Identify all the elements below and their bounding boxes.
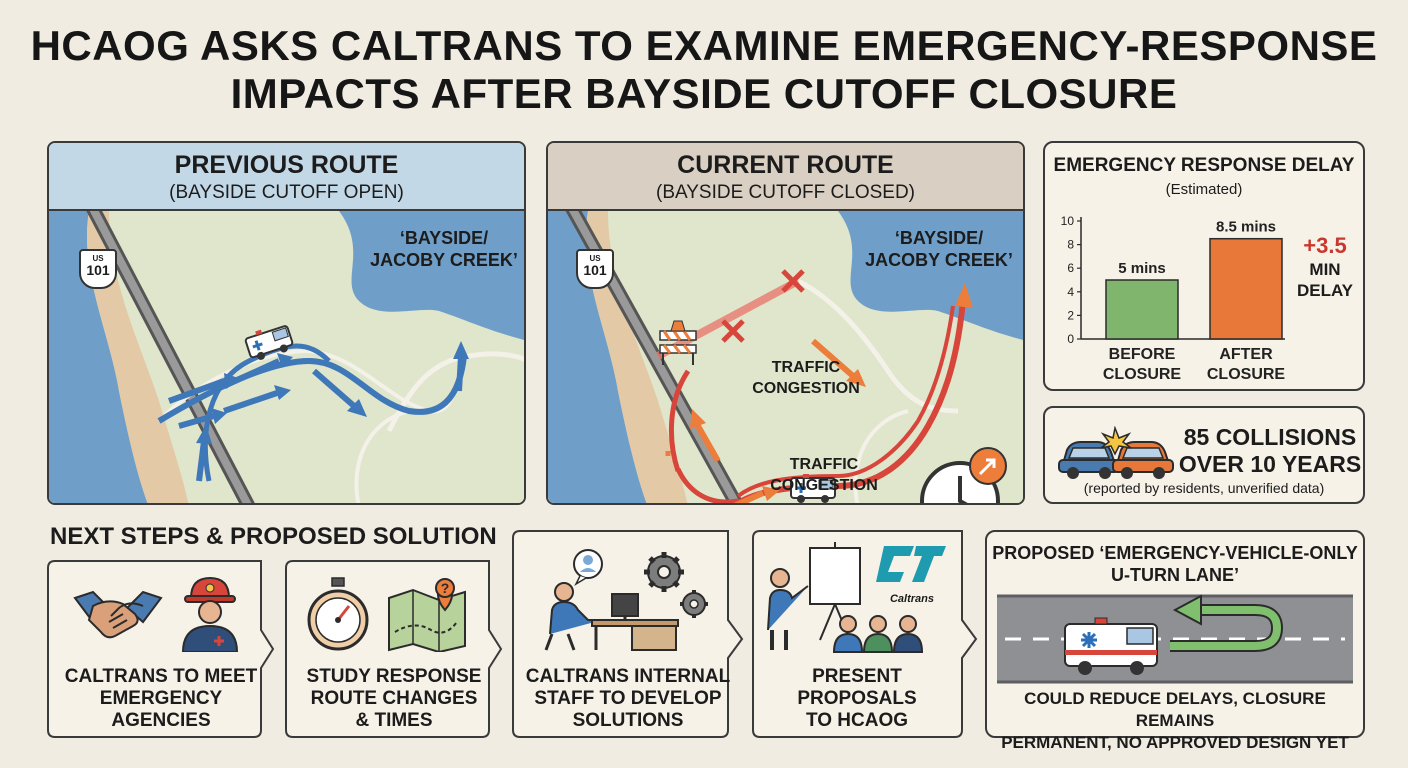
caltrans-logo: Caltrans [874, 542, 950, 606]
y-tick-label: 10 [1061, 214, 1075, 228]
step-2-label: STUDY RESPONSE ROUTE CHANGES & TIMES [306, 666, 482, 731]
y-tick-label: 8 [1067, 238, 1074, 252]
y-tick-label: 2 [1067, 308, 1074, 322]
bar-value-label: 8.5 mins [1216, 219, 1276, 236]
y-tick-label: 0 [1067, 332, 1074, 346]
proposal-note: COULD REDUCE DELAYS, CLOSURE REMAINS PER… [1001, 689, 1349, 752]
collisions-count: 85 COLLISIONS OVER 10 YEARS [1178, 424, 1362, 477]
stopwatch-icon [307, 577, 369, 651]
current-route-header: CURRENT ROUTE (BAYSIDE CUTOFF CLOSED) [548, 143, 1023, 211]
step-1-label: CALTRANS TO MEET EMERGENCY AGENCIES [64, 666, 258, 731]
step-2-card: ? STUDY RESPONSE ROUTE CHANGES & TIMES [285, 560, 503, 738]
bar-value-label: 5 mins [1118, 260, 1166, 277]
step-4-card: Caltrans PRESENT PROPOSALS TO HCAOG [752, 530, 978, 738]
delay-chart-subtitle: (Estimated) [1165, 181, 1243, 198]
category-label-line1: BEFORE [1109, 346, 1176, 363]
step-1-card: CALTRANS TO MEET EMERGENCY AGENCIES [47, 560, 275, 738]
proposal-title: PROPOSED ‘EMERGENCY-VEHICLE-ONLY U-TURN … [992, 543, 1358, 585]
step-3-frame [512, 530, 744, 738]
step-3-card: CALTRANS INTERNAL STAFF TO DEVELOP SOLUT… [512, 530, 744, 738]
handshake-icon [73, 590, 163, 639]
previous-route-heading: PREVIOUS ROUTE [174, 151, 399, 179]
current-route-shield: US 101 [576, 249, 614, 289]
collisions-box: 85 COLLISIONS OVER 10 YEARS (reported by… [1043, 406, 1365, 504]
current-route-heading: CURRENT ROUTE [677, 151, 894, 179]
current-route-panel: CURRENT ROUTE (BAYSIDE CUTOFF CLOSED) [546, 141, 1025, 505]
traffic-congestion-label-1: TRAFFIC CONGESTION [752, 359, 860, 397]
previous-route-header: PREVIOUS ROUTE (BAYSIDE CUTOFF OPEN) [49, 143, 524, 211]
current-route-subheading: (BAYSIDE CUTOFF CLOSED) [656, 182, 915, 203]
y-tick-label: 4 [1067, 285, 1074, 299]
category-label-line2: CLOSURE [1207, 366, 1286, 383]
caltrans-logo-mark [876, 546, 946, 582]
previous-route-place-label: ‘BAYSIDE/ JACOBY CREEK’ [370, 228, 518, 270]
car-crash-icon [1058, 426, 1174, 479]
previous-route-shield: US 101 [79, 249, 117, 289]
collisions-note: (reported by residents, unverified data) [1083, 480, 1325, 496]
bar-before-closure [1105, 279, 1179, 340]
presentation-icon [767, 542, 924, 653]
map-pin-glyph: ? [441, 580, 450, 596]
y-tick-label: 6 [1067, 261, 1074, 275]
bar-after-closure [1209, 237, 1283, 340]
page-title: HCAOG ASKS CALTRANS TO EXAMINE EMERGENCY… [0, 22, 1408, 118]
staff-at-desk-icon [544, 549, 708, 651]
step-3-label: CALTRANS INTERNAL STAFF TO DEVELOP SOLUT… [525, 666, 731, 731]
step-4-label: PRESENT PROPOSALS TO HCAOG [797, 666, 917, 731]
proposal-box: PROPOSED ‘EMERGENCY-VEHICLE-ONLY U-TURN … [985, 530, 1365, 752]
previous-route-subheading: (BAYSIDE CUTOFF OPEN) [169, 182, 404, 203]
category-label-line1: AFTER [1219, 346, 1273, 363]
folded-map-icon: ? [388, 578, 466, 652]
delay-chart-title: EMERGENCY RESPONSE DELAY [1053, 155, 1355, 176]
title-line-1: HCAOG ASKS CALTRANS TO EXAMINE EMERGENCY… [30, 22, 1378, 69]
next-steps-heading: NEXT STEPS & PROPOSED SOLUTION [50, 523, 497, 550]
previous-route-map [49, 211, 524, 503]
category-label-line2: CLOSURE [1103, 366, 1182, 383]
traffic-congestion-label-2: TRAFFIC CONGESTION [770, 456, 878, 494]
delay-delta-label: +3.5 MIN DELAY [1296, 233, 1354, 300]
step-4-frame [752, 530, 978, 738]
u-turn-lane-illustration [997, 594, 1353, 684]
current-route-map [548, 211, 1023, 503]
firefighter-icon [181, 576, 239, 652]
previous-route-panel: PREVIOUS ROUTE (BAYSIDE CUTOFF OPEN) US … [47, 141, 526, 505]
title-line-2: IMPACTS AFTER BAYSIDE CUTOFF CLOSURE [230, 70, 1178, 117]
delay-chart-box: EMERGENCY RESPONSE DELAY (Estimated) 0 2 4… [1043, 141, 1365, 391]
caltrans-logo-text: Caltrans [889, 593, 935, 605]
current-route-place-label: ‘BAYSIDE/ JACOBY CREEK’ [865, 228, 1013, 270]
